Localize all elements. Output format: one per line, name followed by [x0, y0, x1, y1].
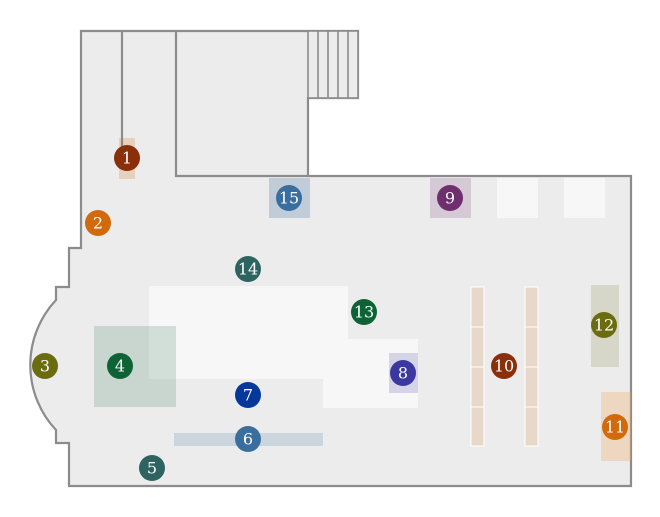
- marker-7[interactable]: 7: [235, 382, 261, 408]
- staircase: [307, 30, 359, 99]
- marker-14[interactable]: 14: [235, 256, 261, 282]
- zone-10-cases: [470, 286, 539, 447]
- marker-8[interactable]: 8: [390, 360, 416, 386]
- marker-11[interactable]: 11: [602, 414, 628, 440]
- upper-room-wall: [174, 31, 308, 178]
- marker-6[interactable]: 6: [235, 426, 261, 452]
- open-area-top-right-1: [497, 178, 538, 218]
- marker-9[interactable]: 9: [437, 185, 463, 211]
- open-area-central: [149, 286, 348, 379]
- marker-2[interactable]: 2: [85, 210, 111, 236]
- open-area-top-right-2: [564, 178, 605, 218]
- building-outline: [29, 29, 633, 488]
- marker-10[interactable]: 10: [491, 353, 517, 379]
- marker-13[interactable]: 13: [351, 299, 377, 325]
- marker-4[interactable]: 4: [107, 353, 133, 379]
- marker-15[interactable]: 15: [276, 185, 302, 211]
- marker-3[interactable]: 3: [32, 353, 58, 379]
- zone-4: [94, 326, 176, 407]
- marker-1[interactable]: 1: [114, 145, 140, 171]
- marker-12[interactable]: 12: [591, 312, 617, 338]
- marker-5[interactable]: 5: [139, 455, 165, 481]
